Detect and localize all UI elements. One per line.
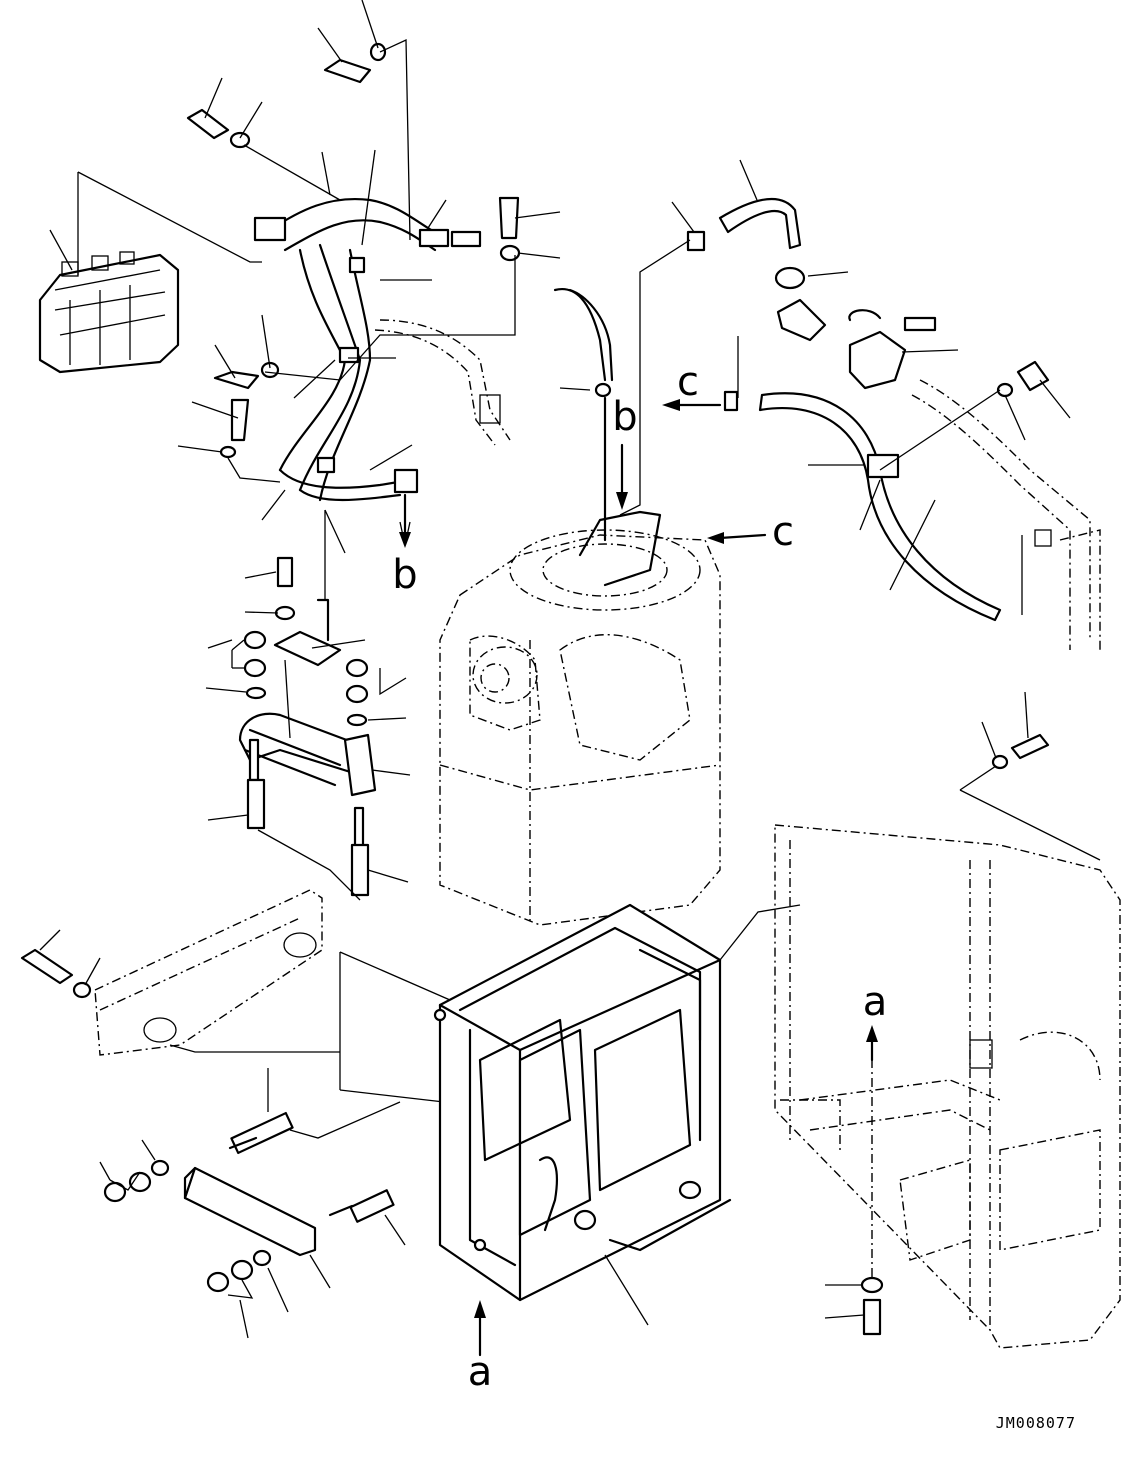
tank-bracket-assembly — [238, 556, 377, 897]
return-hose-group — [619, 159, 959, 516]
frame-rail — [20, 889, 471, 1106]
callout-b-left: b — [392, 552, 417, 598]
bolt-group-top-left — [186, 42, 521, 459]
callout-b-center: b — [612, 394, 637, 440]
hydraulic-tank — [439, 529, 721, 926]
callout-c-upper: c — [677, 359, 699, 405]
machine-frame-outline — [774, 759, 1121, 1349]
wire-harness — [253, 198, 511, 502]
drawing-number: JM008077 — [996, 1414, 1076, 1432]
callout-a-right: a — [863, 979, 888, 1025]
suction-hose — [758, 360, 1101, 650]
leader-lines-left — [49, 0, 561, 600]
leader-lines-bracket — [205, 571, 411, 901]
control-valve-block — [38, 251, 180, 374]
tank-top-fittings — [553, 288, 739, 587]
lower-support-plate — [103, 1111, 395, 1293]
bolt-group-right — [824, 691, 1050, 1336]
tank-support-frame — [433, 903, 801, 1326]
callout-labels: a a b b c c — [392, 359, 887, 1395]
reference-arrows — [399, 399, 878, 1357]
callout-c-right: c — [772, 509, 794, 555]
leader-lines-lower-left — [99, 1068, 406, 1339]
callout-a-bottom: a — [468, 1349, 493, 1395]
